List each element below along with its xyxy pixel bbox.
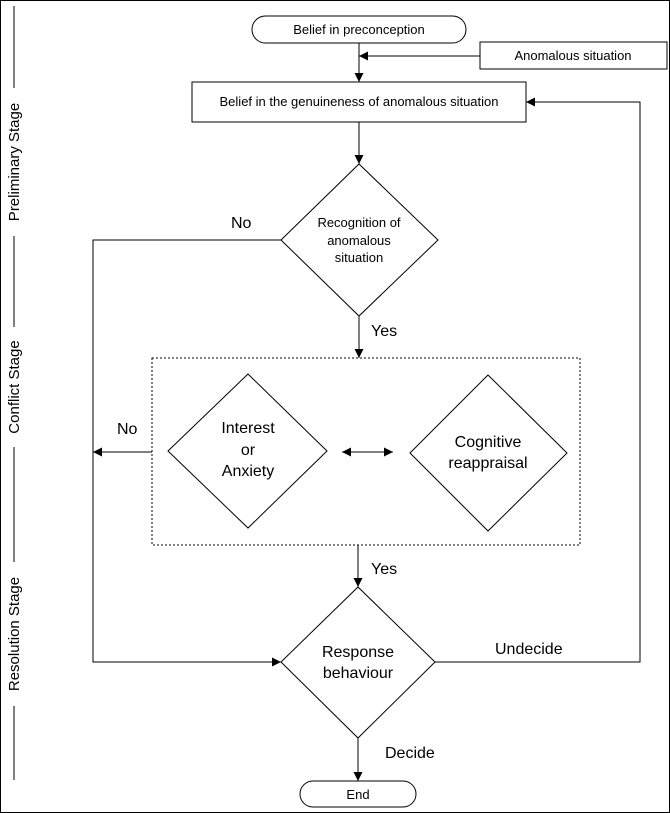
response-behaviour-decision: Response behaviour [280,586,436,739]
cognitive-label-line2: reappraisal [448,455,527,472]
recognition-decision: Recognition of anomalous situation [280,163,439,317]
edge-label-no-conflict: No [117,421,138,438]
start-node-label: Belief in preconception [293,22,425,37]
stage-label-resolution-text: Resolution Stage [6,577,23,691]
interest-label-line3: Anxiety [222,463,274,480]
cognitive-label-line1: Cognitive [455,434,522,451]
belief-genuineness-label: Belief in the genuineness of anomalous s… [220,94,499,109]
cognitive-reappraisal-node: Cognitive reappraisal [409,374,568,532]
belief-genuineness-node: Belief in the genuineness of anomalous s… [191,81,527,123]
interest-label-line2: or [241,442,256,459]
stage-label-resolution: Resolution Stage [5,562,23,706]
recognition-label-line1: Recognition of [317,215,400,230]
stage-label-conflict-text: Conflict Stage [6,340,23,433]
edge-label-yes-conflict: Yes [371,561,397,578]
edge-undecide-loop [435,97,641,663]
end-node: End [299,780,417,808]
edge-label-no-recognition: No [231,215,252,232]
start-node: Belief in preconception [251,15,467,44]
edge-label-decide: Decide [385,745,435,762]
interest-anxiety-node: Interest or Anxiety [167,373,328,529]
interest-label-line1: Interest [221,420,275,437]
anomalous-situation-node: Anomalous situation [479,41,668,70]
stage-label-conflict: Conflict Stage [5,327,23,447]
stage-label-preliminary-text: Preliminary Stage [6,103,23,221]
edge-label-yes-recognition: Yes [371,323,397,340]
recognition-label-line3: situation [335,250,383,265]
anomalous-situation-label: Anomalous situation [514,48,631,63]
recognition-label-line2: anomalous [327,233,391,248]
end-node-label: End [346,787,369,802]
response-label-line2: behaviour [323,665,394,682]
response-label-line1: Response [322,644,394,661]
edge-label-undecide: Undecide [495,641,563,658]
stage-label-preliminary: Preliminary Stage [5,88,23,236]
